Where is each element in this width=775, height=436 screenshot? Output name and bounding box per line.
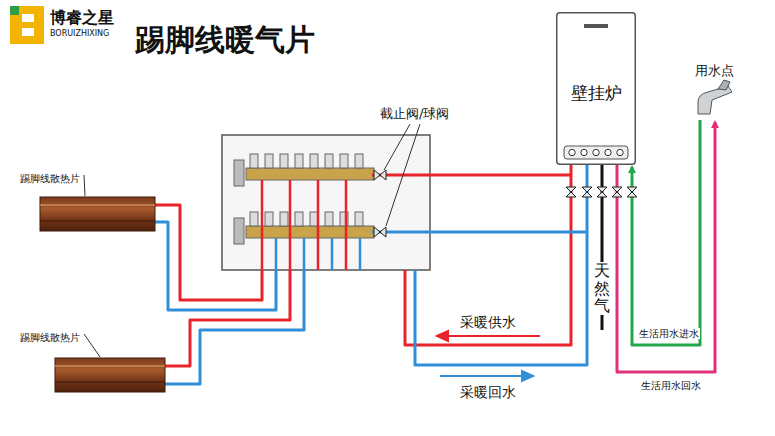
air-vent bbox=[234, 160, 244, 186]
manifold-valve bbox=[280, 154, 288, 168]
pipe-label: 天然气 bbox=[594, 262, 610, 315]
radiator: 踢脚线散热片 bbox=[18, 324, 168, 394]
leader-line bbox=[84, 334, 100, 357]
radiator-supply bbox=[165, 270, 290, 366]
supply-pipe bbox=[372, 165, 571, 345]
radiator-moulding bbox=[40, 204, 155, 206]
valve-symbol bbox=[566, 187, 576, 197]
brand-latin: BORUIZHIXING bbox=[50, 29, 109, 39]
boiler-case bbox=[557, 13, 636, 165]
flow-arrow bbox=[440, 371, 533, 381]
manifold-port bbox=[303, 238, 306, 270]
manifold-valve bbox=[250, 212, 258, 226]
manifold-valve bbox=[340, 154, 348, 168]
control-knob bbox=[569, 149, 575, 155]
valves bbox=[374, 170, 637, 237]
manifold-port bbox=[331, 238, 334, 270]
valve-symbol bbox=[374, 170, 386, 180]
air-vent bbox=[234, 218, 244, 244]
page-title: 踢脚线暖气片 bbox=[135, 22, 315, 58]
manifold-valve bbox=[265, 212, 273, 226]
faucet-icon bbox=[698, 86, 732, 114]
manifold-valve bbox=[295, 212, 303, 226]
radiator-body bbox=[55, 358, 165, 392]
control-knob bbox=[581, 149, 587, 155]
valve-label: 截止阀/球阀 bbox=[380, 106, 449, 122]
manifold-box bbox=[222, 135, 430, 270]
manifold-valve bbox=[325, 154, 333, 168]
valve-symbol bbox=[612, 187, 622, 197]
node-text: 踢脚线散热片 bbox=[20, 172, 80, 186]
radiator-moulding bbox=[55, 382, 165, 383]
radiator-body bbox=[40, 197, 155, 231]
boiler: 壁挂炉 bbox=[556, 12, 636, 165]
manifold-port bbox=[345, 180, 348, 270]
radiator-moulding bbox=[40, 221, 155, 222]
valve-symbol bbox=[582, 187, 592, 197]
pipe-label: 采暖回水 bbox=[460, 384, 516, 401]
control-knob bbox=[617, 149, 623, 155]
manifold-bar bbox=[246, 226, 374, 238]
logo-mark bbox=[10, 6, 44, 44]
manifold-port bbox=[289, 180, 292, 270]
manifold-valve bbox=[265, 154, 273, 168]
control-knob bbox=[605, 149, 611, 155]
node-text: 踢脚线散热片 bbox=[20, 331, 80, 345]
valve-symbol bbox=[597, 187, 607, 197]
faucet-handle bbox=[718, 80, 730, 90]
pipe-label: 采暖供水 bbox=[460, 314, 516, 331]
manifold-valve bbox=[310, 154, 318, 168]
water-pipe bbox=[632, 120, 700, 345]
manifold-valve bbox=[355, 212, 363, 226]
node-text: 用水点 bbox=[688, 62, 740, 80]
pipe-label: 生活用水进水 bbox=[638, 328, 700, 339]
water-outlet: 用水点 bbox=[688, 62, 740, 120]
return-pipe bbox=[372, 165, 587, 365]
manifold-valve bbox=[280, 212, 288, 226]
valve-symbol bbox=[374, 227, 386, 237]
flow-arrow bbox=[437, 331, 540, 341]
radiator-return bbox=[155, 222, 276, 310]
pipe-label: 生活用水回水 bbox=[640, 380, 702, 391]
control-knob bbox=[593, 149, 599, 155]
radiator-return bbox=[165, 270, 304, 384]
manifold-port bbox=[317, 180, 320, 270]
manifold-valve bbox=[325, 212, 333, 226]
radiator: 踢脚线散热片 bbox=[18, 165, 160, 235]
boiler-vent bbox=[584, 24, 608, 28]
node-text: 壁挂炉 bbox=[556, 82, 636, 105]
radiator-supply bbox=[155, 205, 262, 300]
valve-symbol bbox=[627, 187, 637, 197]
manifold-bar bbox=[246, 168, 374, 180]
leader-line bbox=[384, 124, 420, 226]
manifold-valve bbox=[295, 154, 303, 168]
manifold-valve bbox=[355, 154, 363, 168]
manifold-port bbox=[261, 180, 264, 270]
control-panel bbox=[564, 146, 628, 159]
manifold-valve bbox=[250, 154, 258, 168]
leader-line bbox=[84, 175, 85, 196]
manifold-port bbox=[359, 238, 362, 270]
manifold-port bbox=[275, 238, 278, 270]
manifold bbox=[234, 154, 374, 270]
radiator-moulding bbox=[55, 365, 165, 367]
brand-name: 博睿之星 bbox=[50, 8, 114, 27]
